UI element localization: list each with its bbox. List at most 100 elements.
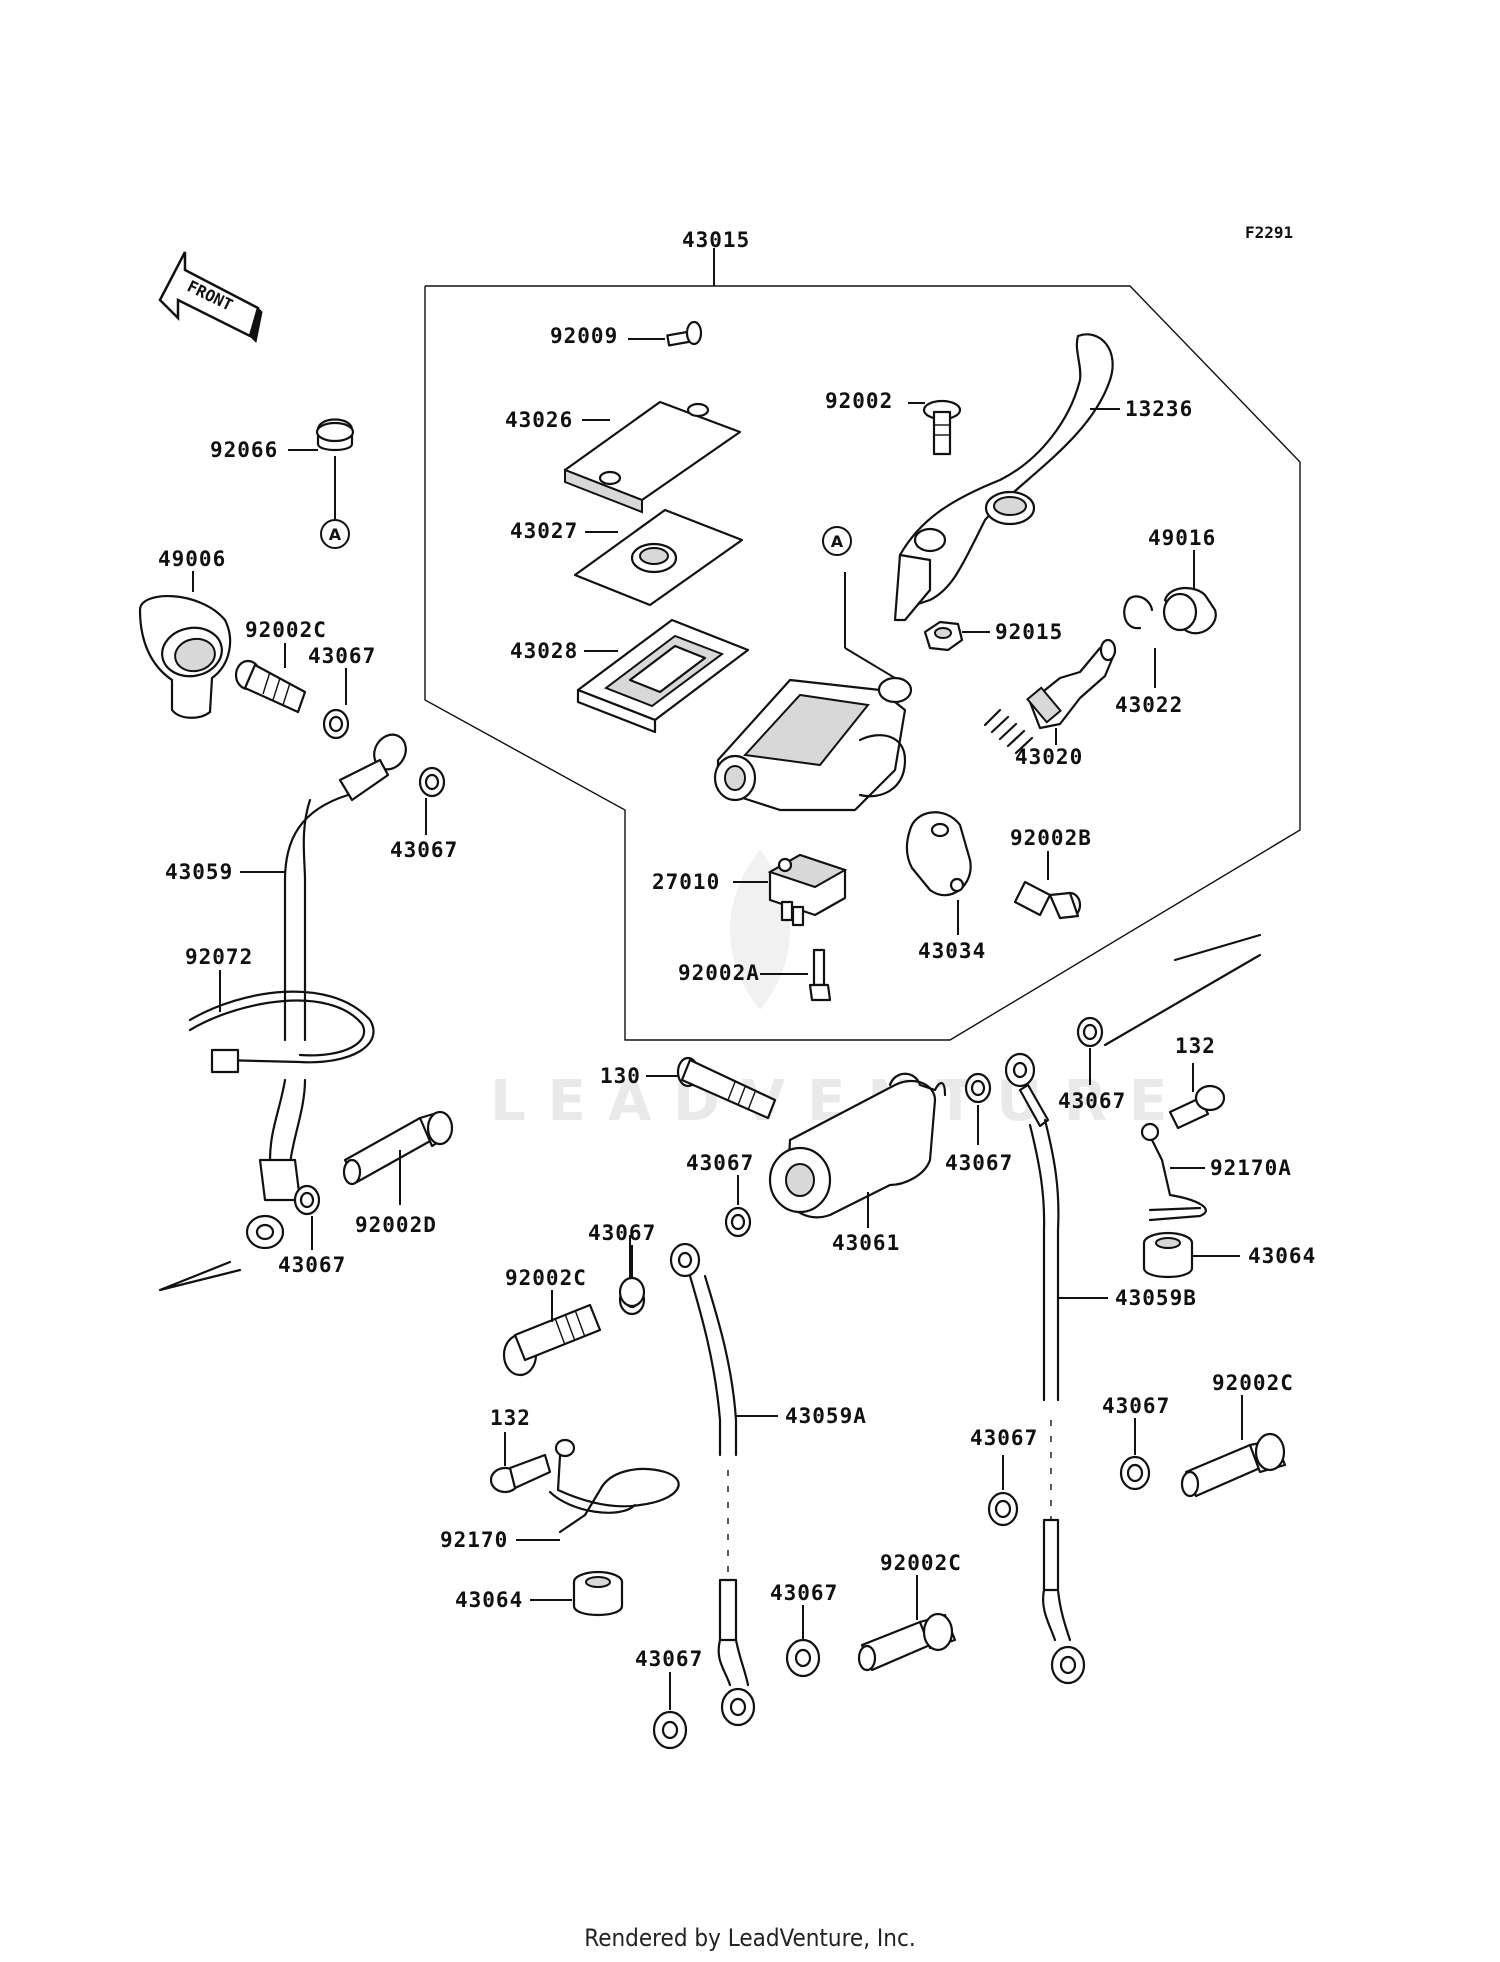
pointer-left bbox=[158, 1260, 242, 1292]
label-92170A: 92170A bbox=[1210, 1156, 1292, 1180]
label-43067-f: 43067 bbox=[945, 1151, 1013, 1175]
footer-credit: Rendered by LeadVenture, Inc. bbox=[584, 1924, 915, 1952]
label-92072: 92072 bbox=[185, 945, 253, 969]
callout-a-inside: A bbox=[822, 526, 852, 556]
label-43067-a: 43067 bbox=[308, 644, 376, 668]
part-92002C-bolt-mid bbox=[502, 1290, 602, 1377]
part-43067-washer-f bbox=[964, 1072, 992, 1145]
label-92015: 92015 bbox=[995, 620, 1063, 644]
label-43067-i: 43067 bbox=[970, 1426, 1038, 1450]
part-92170-clip bbox=[516, 1438, 680, 1541]
part-92015-nut bbox=[923, 620, 990, 652]
svg-text:A: A bbox=[329, 525, 342, 544]
callout-a-left: A bbox=[320, 519, 350, 549]
part-92002C-bolt-bottom bbox=[857, 1575, 957, 1672]
part-43064-grommet-right bbox=[1142, 1231, 1240, 1278]
part-43067-washer-i bbox=[987, 1455, 1019, 1527]
part-43067-washer-c bbox=[293, 1184, 321, 1250]
pointer-right bbox=[1103, 933, 1262, 1047]
part-43059B-brake-hose bbox=[1004, 1052, 1108, 1685]
label-92002C-b: 92002C bbox=[1212, 1371, 1294, 1395]
label-92002B: 92002B bbox=[1010, 826, 1092, 850]
label-43059A: 43059A bbox=[785, 1404, 867, 1428]
label-43061: 43061 bbox=[832, 1231, 900, 1255]
label-132-b: 132 bbox=[490, 1406, 531, 1430]
part-92072-hose-clamp bbox=[188, 970, 375, 1074]
part-132-bolt-left bbox=[489, 1432, 552, 1494]
part-43026-reservoir-cap bbox=[563, 400, 742, 514]
label-43067-b: 43067 bbox=[390, 838, 458, 862]
label-92002D: 92002D bbox=[355, 1213, 437, 1237]
part-43022-circlip bbox=[1123, 595, 1156, 688]
label-43067-h: 43067 bbox=[1102, 1394, 1170, 1418]
label-92002: 92002 bbox=[825, 389, 893, 413]
part-master-cylinder-body bbox=[713, 572, 913, 812]
label-43034: 43034 bbox=[918, 939, 986, 963]
part-92009-screw bbox=[628, 320, 703, 347]
part-13236-brake-lever bbox=[893, 333, 1120, 622]
label-92066: 92066 bbox=[210, 438, 278, 462]
label-43020: 43020 bbox=[1015, 745, 1083, 769]
part-92002D-bolt bbox=[342, 1110, 454, 1205]
label-43067-e: 43067 bbox=[588, 1221, 656, 1245]
label-27010: 27010 bbox=[652, 870, 720, 894]
label-92002C-c: 92002C bbox=[505, 1266, 587, 1290]
label-92002A: 92002A bbox=[678, 961, 760, 985]
part-43059-brake-hose bbox=[240, 733, 407, 1250]
assembly-outline bbox=[424, 285, 1301, 1041]
part-43067-washer-h bbox=[1119, 1418, 1151, 1491]
label-132-a: 132 bbox=[1175, 1034, 1216, 1058]
part-43059A-brake-hose bbox=[669, 1242, 778, 1727]
part-92066-cap bbox=[288, 418, 355, 520]
part-43020-piston-kit bbox=[983, 638, 1117, 755]
part-43061-brake-joint bbox=[768, 1072, 947, 1228]
part-43067-washer-j bbox=[618, 1235, 646, 1308]
label-49016: 49016 bbox=[1148, 526, 1216, 550]
label-92002C-d: 92002C bbox=[880, 1551, 962, 1575]
part-27010-brake-switch bbox=[733, 853, 848, 927]
part-43027-diaphragm-plate bbox=[573, 508, 744, 607]
part-92002C-bolt-right bbox=[1180, 1395, 1287, 1498]
part-43067-washer-a bbox=[322, 668, 350, 740]
front-arrow-icon: FRONT bbox=[158, 251, 263, 344]
part-92002C-bolt-left bbox=[234, 643, 307, 714]
part-43067-washer-g bbox=[1076, 1016, 1104, 1085]
label-43067-g: 43067 bbox=[1058, 1089, 1126, 1113]
label-43059: 43059 bbox=[165, 860, 233, 884]
part-92170A-clip bbox=[1140, 1122, 1207, 1222]
label-43064-a: 43064 bbox=[1248, 1244, 1316, 1268]
label-49006: 49006 bbox=[158, 547, 226, 571]
part-labels: 43015 92009 43026 92002 13236 43027 4901… bbox=[158, 228, 1316, 1671]
label-130: 130 bbox=[600, 1064, 641, 1088]
part-49016-dust-boot bbox=[1162, 550, 1217, 635]
label-43067-c: 43067 bbox=[278, 1253, 346, 1277]
label-43026: 43026 bbox=[505, 408, 573, 432]
svg-text:A: A bbox=[831, 532, 844, 551]
label-92170: 92170 bbox=[440, 1528, 508, 1552]
part-43067-washer-k bbox=[652, 1672, 688, 1750]
label-43067-k: 43067 bbox=[635, 1647, 703, 1671]
part-43067-washer-b bbox=[418, 766, 446, 835]
label-92009: 92009 bbox=[550, 324, 618, 348]
part-49006-reservoir-tank bbox=[138, 571, 232, 719]
part-92002A-screw bbox=[760, 948, 832, 1002]
label-92002C-a: 92002C bbox=[245, 618, 327, 642]
label-43064-b: 43064 bbox=[455, 1588, 523, 1612]
part-43067-washer-d bbox=[724, 1175, 752, 1238]
part-43064-grommet-left bbox=[530, 1570, 624, 1616]
part-43034-clamp-holder bbox=[905, 811, 972, 935]
label-43027: 43027 bbox=[510, 519, 578, 543]
label-43067-j: 43067 bbox=[770, 1581, 838, 1605]
part-43067-washer-l bbox=[785, 1605, 821, 1678]
label-43028: 43028 bbox=[510, 639, 578, 663]
label-43015: 43015 bbox=[682, 228, 750, 252]
part-92002-pivot-bolt bbox=[908, 399, 962, 456]
drawing-code: F2291 bbox=[1245, 223, 1293, 242]
label-43059B: 43059B bbox=[1115, 1286, 1197, 1310]
part-92002B-bolt bbox=[1013, 851, 1082, 920]
part-130-banjo-bolt bbox=[646, 1056, 777, 1120]
label-13236: 13236 bbox=[1125, 397, 1193, 421]
part-132-bolt-right bbox=[1168, 1063, 1226, 1130]
label-43022: 43022 bbox=[1115, 693, 1183, 717]
